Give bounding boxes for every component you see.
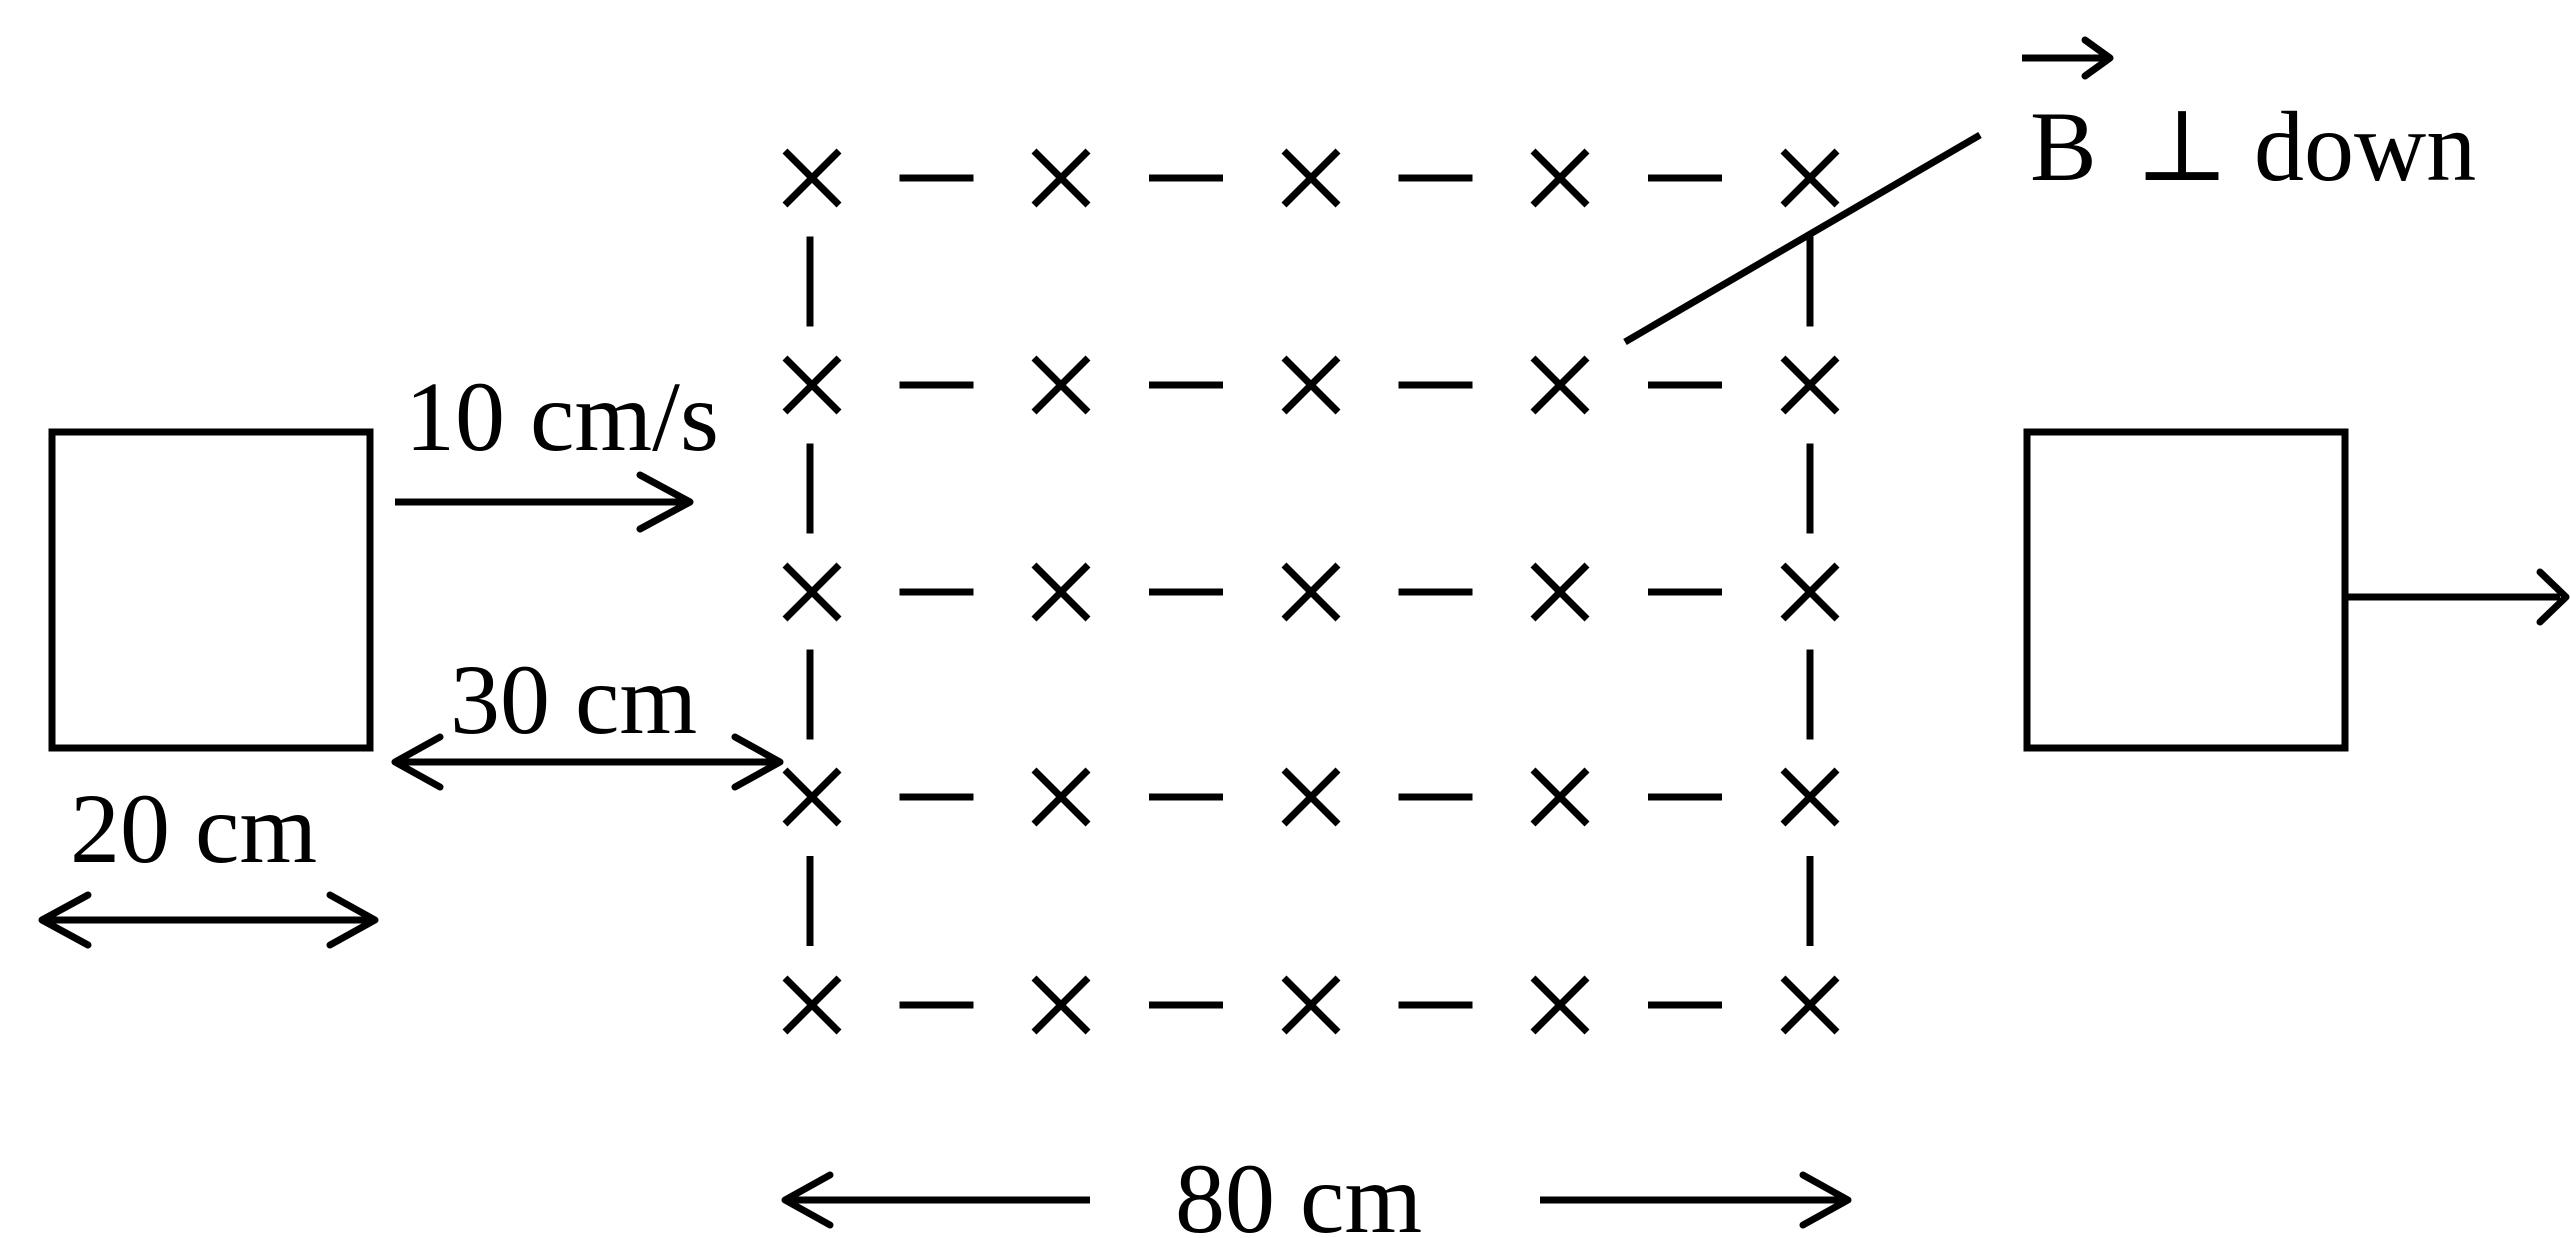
field-cross <box>1281 975 1341 1035</box>
field-crosses <box>782 148 1840 1035</box>
field-cross <box>1530 148 1590 208</box>
field-cross <box>1281 355 1341 415</box>
loop-final <box>2023 428 2349 752</box>
field-label-pointer <box>1623 131 1982 346</box>
field-cross <box>1031 148 1091 208</box>
field-cross <box>1530 562 1590 622</box>
field-cross <box>1780 562 1840 622</box>
field-vector-label: B ⊥ down <box>2022 36 2476 202</box>
field-cross <box>782 767 842 827</box>
gap-label: 30 cm <box>450 644 697 755</box>
field-cross <box>1281 148 1341 208</box>
field-cross <box>1281 562 1341 622</box>
field-vector-letter: B <box>2030 91 2097 202</box>
field-direction-label: ⊥ down <box>2135 91 2476 202</box>
field-cross <box>1031 562 1091 622</box>
field-width-arrow-left <box>781 1171 1090 1229</box>
field-cross <box>782 975 842 1035</box>
field-cross <box>782 148 842 208</box>
loop-initial <box>48 428 374 752</box>
field-cross <box>1031 975 1091 1035</box>
field-cross <box>1780 767 1840 827</box>
gap-dimension-arrow <box>391 733 784 791</box>
speed-label: 10 cm/s <box>405 361 719 472</box>
field-cross <box>1530 767 1590 827</box>
field-cross <box>1530 975 1590 1035</box>
velocity-arrow <box>395 471 694 533</box>
field-cross <box>782 562 842 622</box>
field-cross <box>1780 975 1840 1035</box>
field-cross <box>1780 148 1840 208</box>
field-cross <box>1530 355 1590 415</box>
field-cross <box>1780 355 1840 415</box>
field-dashes <box>806 174 1814 1009</box>
field-cross <box>1031 355 1091 415</box>
loop-width-label: 20 cm <box>70 773 317 884</box>
field-cross <box>1281 767 1341 827</box>
exit-arrow <box>2345 568 2570 626</box>
field-width-arrow-right <box>1540 1171 1852 1229</box>
field-cross <box>782 355 842 415</box>
field-cross <box>1031 767 1091 827</box>
field-width-label: 80 cm <box>1175 1143 1422 1238</box>
loop-width-arrow <box>38 891 379 949</box>
